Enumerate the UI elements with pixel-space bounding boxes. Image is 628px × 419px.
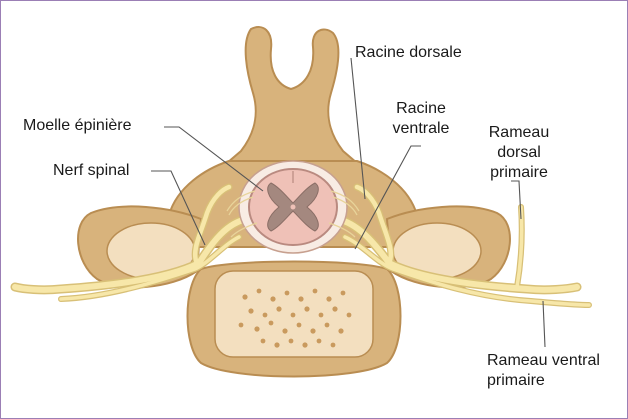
central-canal (291, 205, 296, 210)
label-dorsal-ramus-line2: dorsal (479, 143, 559, 163)
label-dorsal-root: Racine dorsale (355, 43, 462, 63)
label-dorsal-ramus: Rameau dorsal primaire (479, 123, 559, 183)
label-spinal-nerve: Nerf spinal (53, 161, 129, 181)
label-ventral-root-line2: ventrale (379, 119, 463, 139)
label-ventral-root: Racine ventrale (379, 99, 463, 139)
label-ventral-ramus-line2: primaire (487, 371, 600, 391)
spinous-process (227, 27, 357, 163)
label-dorsal-ramus-line3: primaire (479, 163, 559, 183)
leader-ventral-ramus (543, 301, 545, 347)
label-ventral-ramus: Rameau ventral primaire (487, 351, 600, 391)
label-ventral-ramus-line1: Rameau ventral (487, 351, 600, 371)
label-spinal-cord: Moelle épinière (23, 116, 132, 136)
label-dorsal-ramus-line1: Rameau (479, 123, 559, 143)
label-ventral-root-line1: Racine (379, 99, 463, 119)
